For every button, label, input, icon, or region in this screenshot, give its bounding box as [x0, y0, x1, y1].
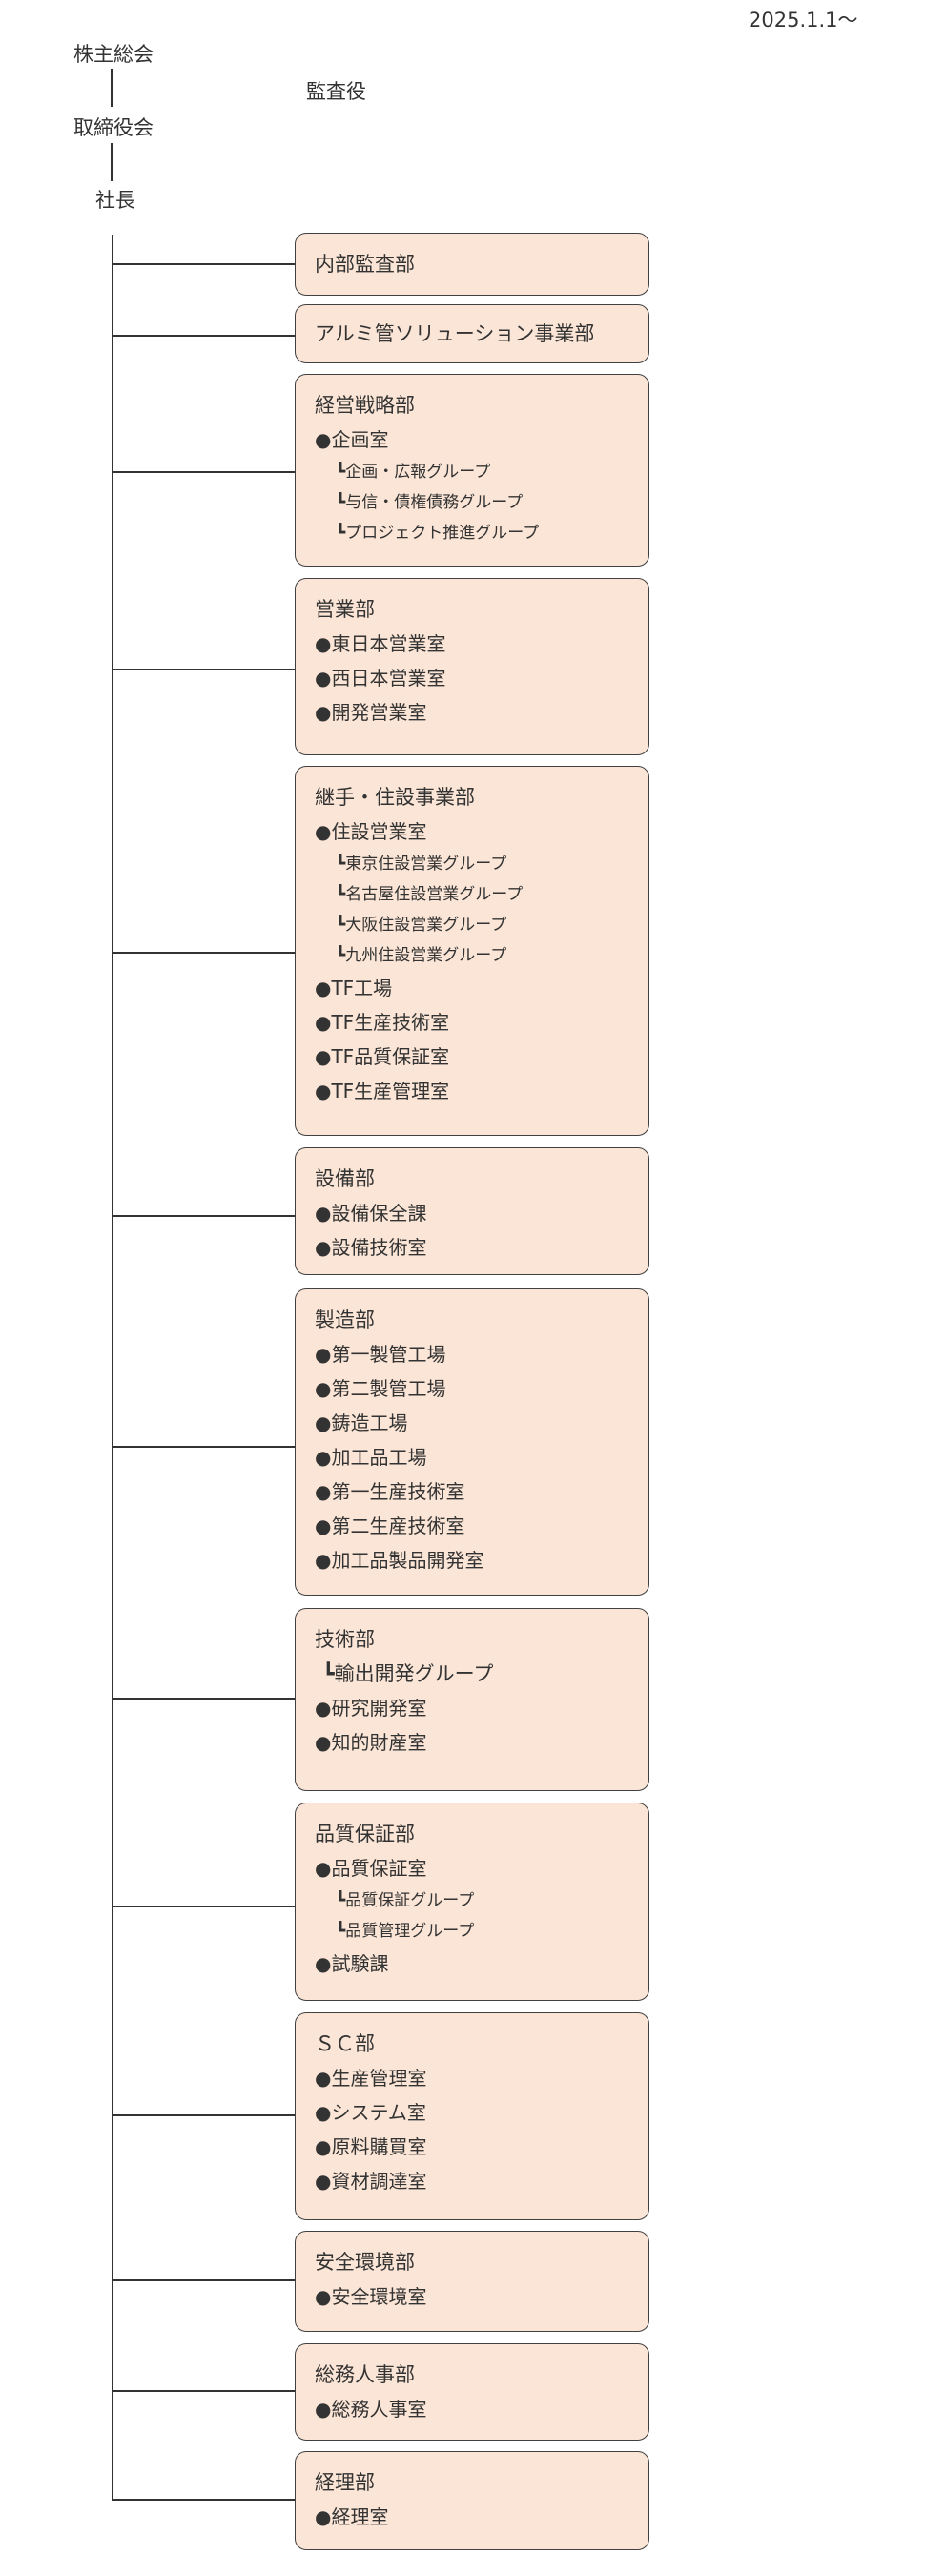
department-title: 経理部: [315, 2471, 375, 2494]
section-item: ●TF生産技術室: [315, 1011, 450, 1034]
section-item: ●品質保証室: [315, 1857, 427, 1880]
department-title: 内部監査部: [315, 253, 415, 276]
section-item: ●加工品製品開発室: [315, 1549, 484, 1572]
department-box: 総務人事部 ●総務人事室: [295, 2343, 649, 2441]
group-item: ┗九州住設営業グループ: [336, 946, 507, 965]
board-of-directors: 取締役会: [73, 116, 154, 139]
group-item: ┗輸出開発グループ: [322, 1662, 494, 1685]
section-item: ●研究開発室: [315, 1697, 427, 1720]
group-item: ┗与信・債権債務グループ: [336, 493, 524, 512]
section-item: ●開発営業室: [315, 701, 427, 724]
section-item: ●西日本営業室: [315, 667, 446, 690]
section-item: ●経理室: [315, 2505, 389, 2528]
section-item: ●TF工場: [315, 977, 393, 999]
org-trunk-line: [112, 235, 113, 2501]
group-item: ┗名古屋住設営業グループ: [336, 885, 524, 904]
department-title: 安全環境部: [315, 2251, 415, 2274]
department-title: 営業部: [315, 598, 375, 621]
department-title: 経営戦略部: [315, 394, 415, 417]
department-box: 品質保証部 ●品質保証室 ┗品質保証グループ ┗品質管理グループ ●試験課: [295, 1803, 649, 2001]
section-item: ●第二生産技術室: [315, 1515, 465, 1537]
effective-date: 2025.1.1～: [749, 9, 858, 31]
department-box: 営業部 ●東日本営業室 ●西日本営業室 ●開発営業室: [295, 578, 649, 755]
department-box: ＳＣ部 ●生産管理室 ●システム室 ●原料購買室 ●資材調達室: [295, 2012, 649, 2220]
section-item: ●第一製管工場: [315, 1343, 446, 1366]
connector-line: [112, 1906, 295, 1907]
section-item: ●東日本営業室: [315, 632, 446, 655]
group-item: ┗大阪住設営業グループ: [336, 916, 507, 935]
department-box: 安全環境部 ●安全環境室: [295, 2231, 649, 2332]
department-box: 製造部 ●第一製管工場 ●第二製管工場 ●鋳造工場 ●加工品工場 ●第一生産技術…: [295, 1288, 649, 1596]
section-item: ●鋳造工場: [315, 1412, 408, 1434]
department-title: 設備部: [315, 1167, 375, 1190]
shareholders-meeting: 株主総会: [73, 43, 154, 66]
connector-line: [112, 2499, 295, 2501]
connector-line: [112, 471, 295, 473]
auditor: 監査役: [306, 80, 366, 103]
department-box: 内部監査部: [295, 233, 649, 296]
department-title: 製造部: [315, 1309, 375, 1331]
section-item: ●企画室: [315, 428, 389, 451]
department-box: 設備部 ●設備保全課 ●設備技術室: [295, 1147, 649, 1275]
section-item: ●加工品工場: [315, 1446, 427, 1469]
department-title: 継手・住設事業部: [315, 786, 475, 809]
connector-line: [112, 1698, 295, 1700]
section-item: ●TF生産管理室: [315, 1080, 450, 1103]
section-item: ●設備保全課: [315, 1202, 427, 1225]
section-item: ●第二製管工場: [315, 1377, 446, 1400]
section-item: ●システム室: [315, 2101, 426, 2124]
section-item: ●TF品質保証室: [315, 1045, 450, 1068]
section-item: ●生産管理室: [315, 2067, 427, 2090]
president: 社長: [95, 189, 135, 212]
group-item: ┗東京住設営業グループ: [336, 855, 507, 874]
department-box: アルミ管ソリューション事業部: [295, 304, 649, 363]
group-item: ┗品質管理グループ: [336, 1922, 475, 1941]
connector-line: [112, 2114, 295, 2116]
connector-line: [112, 669, 295, 670]
section-item: ●安全環境室: [315, 2285, 427, 2308]
department-box: 技術部 ┗輸出開発グループ ●研究開発室 ●知的財産室: [295, 1608, 649, 1791]
connector-board-president: [111, 143, 113, 181]
department-box: 経営戦略部 ●企画室 ┗企画・広報グループ ┗与信・債権債務グループ ┗プロジェ…: [295, 374, 649, 567]
connector-line: [112, 1446, 295, 1448]
department-title: アルミ管ソリューション事業部: [315, 322, 595, 345]
group-item: ┗品質保証グループ: [336, 1891, 475, 1910]
group-item: ┗企画・広報グループ: [336, 463, 491, 482]
department-title: ＳＣ部: [315, 2032, 375, 2055]
section-item: ●知的財産室: [315, 1731, 427, 1754]
group-item: ┗プロジェクト推進グループ: [336, 524, 540, 543]
section-item: ●第一生産技術室: [315, 1480, 465, 1503]
connector-line: [112, 2279, 295, 2281]
section-item: ●設備技術室: [315, 1236, 427, 1259]
connector-line: [112, 2390, 295, 2392]
section-item: ●資材調達室: [315, 2170, 427, 2193]
connector-line: [112, 1215, 295, 1217]
section-item: ●住設営業室: [315, 820, 427, 843]
connector-shareholders-board: [111, 69, 113, 107]
section-item: ●総務人事室: [315, 2398, 427, 2421]
connector-line: [112, 335, 295, 337]
department-box: 経理部 ●経理室: [295, 2451, 649, 2550]
department-box: 継手・住設事業部 ●住設営業室 ┗東京住設営業グループ ┗名古屋住設営業グループ…: [295, 766, 649, 1136]
department-title: 総務人事部: [315, 2363, 415, 2386]
department-title: 品質保証部: [315, 1823, 415, 1845]
section-item: ●試験課: [315, 1952, 389, 1975]
connector-line: [112, 952, 295, 954]
connector-line: [112, 263, 295, 265]
section-item: ●原料購買室: [315, 2135, 427, 2158]
department-title: 技術部: [315, 1628, 375, 1651]
